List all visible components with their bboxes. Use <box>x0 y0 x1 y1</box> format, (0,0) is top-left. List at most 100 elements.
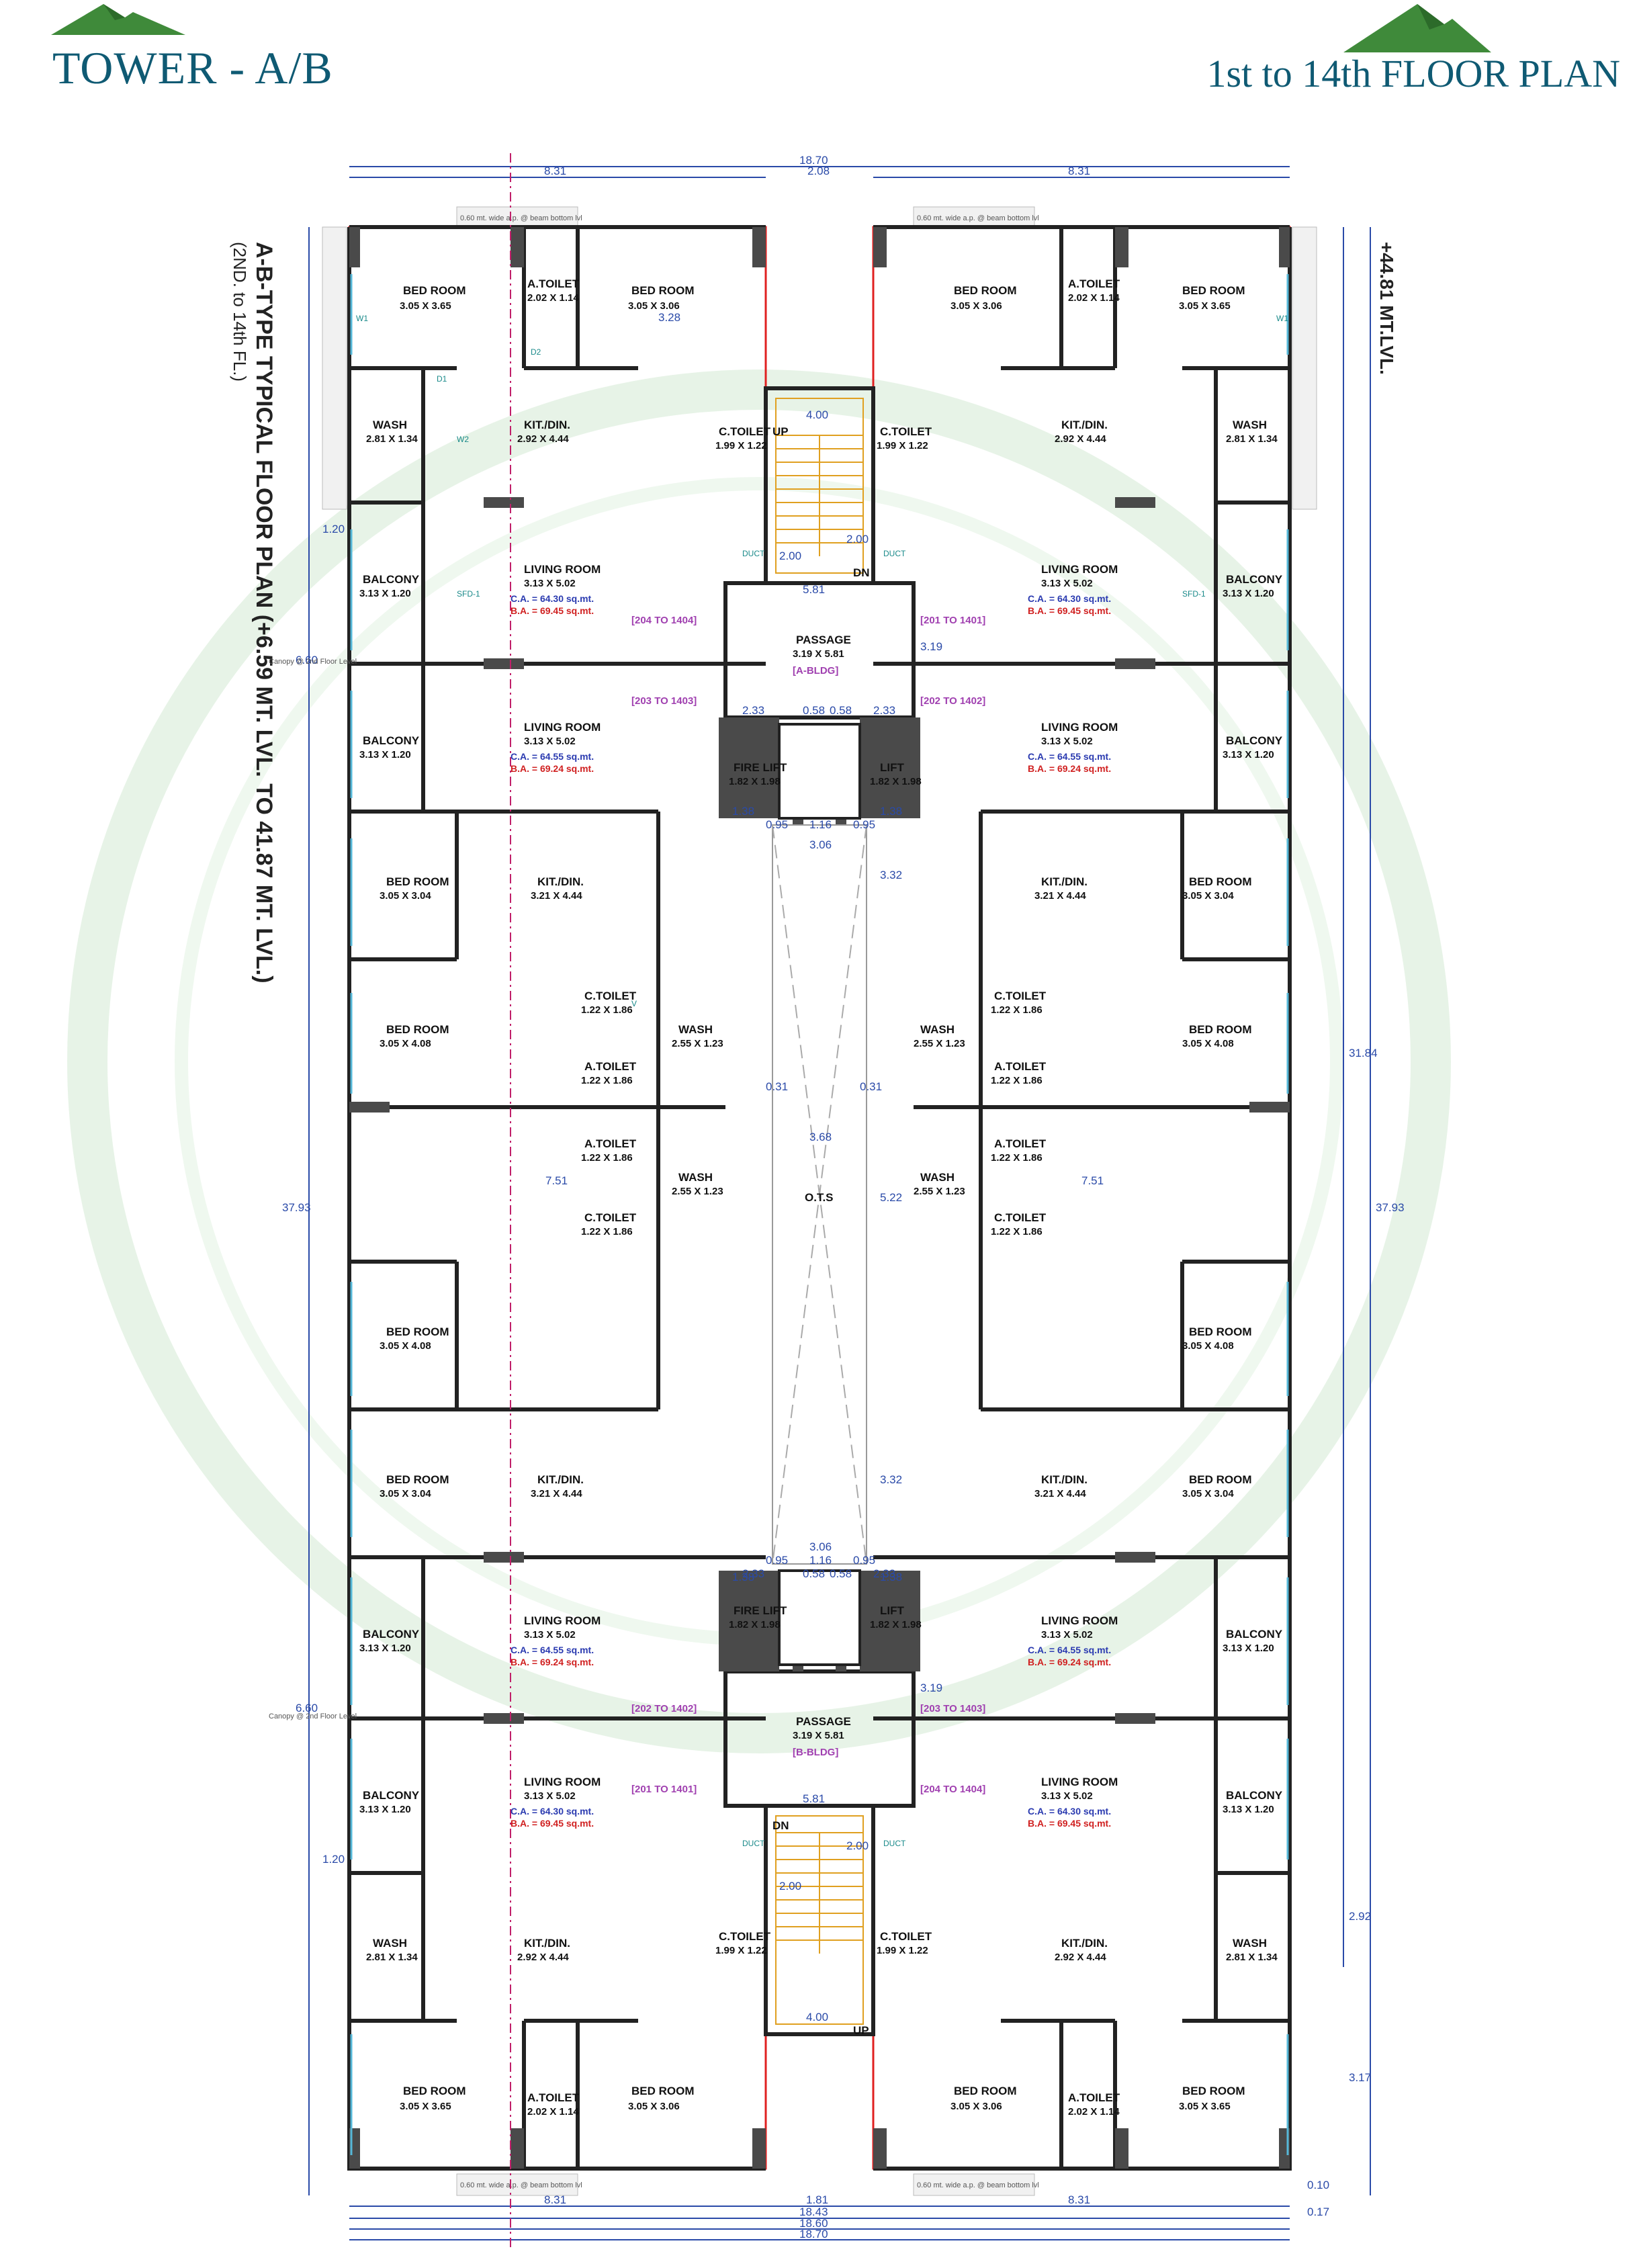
svg-text:2.92 X 4.44: 2.92 X 4.44 <box>517 1952 569 1963</box>
svg-text:C.TOILET: C.TOILET <box>584 1211 637 1224</box>
svg-text:WASH: WASH <box>373 1937 407 1950</box>
dim-200-d: 2.00 <box>779 1880 801 1892</box>
svg-text:1.22 X 1.86: 1.22 X 1.86 <box>991 1226 1043 1237</box>
svg-text:2.81 X 1.34: 2.81 X 1.34 <box>366 433 418 445</box>
flat-number-a4: [202 TO 1402] <box>920 695 985 707</box>
plan-subtitle: (2ND. to 14th FL.) <box>230 242 250 382</box>
dim-332-b: 3.32 <box>880 1473 902 1486</box>
svg-text:KIT./DIN.: KIT./DIN. <box>1041 875 1088 888</box>
flat-number-b3: [203 TO 1403] <box>920 1703 985 1714</box>
dim-top-left: 8.31 <box>544 165 566 177</box>
dim-058-a: 0.58 <box>803 704 825 717</box>
mountain-logo-left <box>51 4 185 35</box>
svg-text:1.99 X 1.22: 1.99 X 1.22 <box>715 1945 767 1956</box>
dim-660-top: 6.60 <box>296 654 318 666</box>
svg-text:C.TOILET: C.TOILET <box>880 425 932 438</box>
dim-400-bottom: 4.00 <box>806 2011 828 2023</box>
svg-text:2.92 X 4.44: 2.92 X 4.44 <box>517 433 569 445</box>
svg-text:WASH: WASH <box>920 1171 955 1184</box>
svg-text:O.T.S: O.T.S <box>805 1191 834 1204</box>
floor-plan-drawing: .wall{fill:none;stroke:#222;stroke-width… <box>269 153 1405 2249</box>
dim-200-a: 2.00 <box>779 550 801 562</box>
svg-text:LIVING ROOM: LIVING ROOM <box>1041 721 1118 734</box>
dim-751-right: 7.51 <box>1081 1174 1104 1187</box>
svg-text:B.A. = 69.45 sq.mt.: B.A. = 69.45 sq.mt. <box>1028 1818 1111 1829</box>
svg-text:KIT./DIN.: KIT./DIN. <box>524 1937 570 1950</box>
svg-text:BED ROOM: BED ROOM <box>1189 1023 1252 1036</box>
dim-bottom-010: 0.10 <box>1307 2179 1329 2191</box>
svg-text:3.13 X 1.20: 3.13 X 1.20 <box>359 1643 411 1654</box>
flat-number-b2: [201 TO 1401] <box>631 1784 697 1795</box>
svg-text:2.81 X 1.34: 2.81 X 1.34 <box>366 1952 418 1963</box>
dim-bottom-mid: 1.81 <box>806 2193 828 2206</box>
svg-text:A.TOILET: A.TOILET <box>994 1060 1047 1073</box>
dim-120-top: 1.20 <box>322 523 345 535</box>
tag-d2-a: D2 <box>531 347 541 357</box>
svg-text:3.13 X 5.02: 3.13 X 5.02 <box>524 578 576 589</box>
svg-text:3.13 X 1.20: 3.13 X 1.20 <box>1223 1804 1274 1815</box>
svg-text:3.05 X 3.65: 3.05 X 3.65 <box>400 2101 451 2112</box>
svg-text:1.22 X 1.86: 1.22 X 1.86 <box>991 1152 1043 1164</box>
svg-text:WASH: WASH <box>1233 419 1267 431</box>
dim-319-a: 3.19 <box>920 640 942 653</box>
svg-text:3.13 X 1.20: 3.13 X 1.20 <box>359 749 411 760</box>
svg-text:3.05 X 3.65: 3.05 X 3.65 <box>1179 300 1231 312</box>
svg-text:BED ROOM: BED ROOM <box>954 2085 1017 2097</box>
dim-bottom-1860: 18.60 <box>799 2217 828 2230</box>
svg-text:BED ROOM: BED ROOM <box>386 1023 449 1036</box>
room-kit-3: KIT./DIN. 3.21 X 4.44 <box>531 1473 584 1499</box>
projection-note-bottom-right: 0.60 mt. wide a.p. @ beam bottom lvl <box>917 2181 1039 2189</box>
svg-text:LIVING ROOM: LIVING ROOM <box>1041 1614 1118 1627</box>
svg-text:BALCONY: BALCONY <box>363 573 420 586</box>
svg-text:C.A. = 64.30 sq.mt.: C.A. = 64.30 sq.mt. <box>511 593 594 604</box>
svg-text:BED ROOM: BED ROOM <box>403 2085 466 2097</box>
svg-text:2.02 X 1.14: 2.02 X 1.14 <box>1068 2106 1120 2118</box>
svg-text:FIRE LIFT: FIRE LIFT <box>734 1604 787 1617</box>
duct-label-3: DUCT <box>742 1839 765 1848</box>
svg-text:B.A. = 69.24 sq.mt.: B.A. = 69.24 sq.mt. <box>1028 763 1111 774</box>
svg-text:C.TOILET: C.TOILET <box>880 1930 932 1943</box>
tag-w2-a: W2 <box>457 435 469 444</box>
svg-text:1.82 X 1.98: 1.82 X 1.98 <box>729 776 781 787</box>
dim-400-top: 4.00 <box>806 408 828 421</box>
svg-text:C.A. = 64.55 sq.mt.: C.A. = 64.55 sq.mt. <box>1028 751 1111 762</box>
svg-text:2.81 X 1.34: 2.81 X 1.34 <box>1226 433 1278 445</box>
svg-text:BALCONY: BALCONY <box>363 1789 420 1802</box>
duct-label-2: DUCT <box>883 549 906 558</box>
svg-text:A.TOILET: A.TOILET <box>527 2091 580 2104</box>
dim-bottom-right: 8.31 <box>1068 2193 1090 2206</box>
svg-text:C.A. = 64.30 sq.mt.: C.A. = 64.30 sq.mt. <box>511 1806 594 1817</box>
svg-text:3.21 X 4.44: 3.21 X 4.44 <box>531 1488 582 1499</box>
flat-number-b4: [204 TO 1404] <box>920 1784 985 1795</box>
dim-top-right: 8.31 <box>1068 165 1090 177</box>
svg-text:BED ROOM: BED ROOM <box>386 875 449 888</box>
svg-text:C.A. = 64.55 sq.mt.: C.A. = 64.55 sq.mt. <box>511 1645 594 1655</box>
svg-text:3.13 X 5.02: 3.13 X 5.02 <box>1041 736 1093 747</box>
svg-text:KIT./DIN.: KIT./DIN. <box>537 1473 584 1486</box>
svg-text:C.TOILET: C.TOILET <box>719 1930 771 1943</box>
svg-text:B.A. = 69.24 sq.mt.: B.A. = 69.24 sq.mt. <box>511 763 594 774</box>
projection-note-bottom-left: 0.60 mt. wide a.p. @ beam bottom lvl <box>460 2181 582 2189</box>
dim-138-b: 1.38 <box>880 805 902 818</box>
